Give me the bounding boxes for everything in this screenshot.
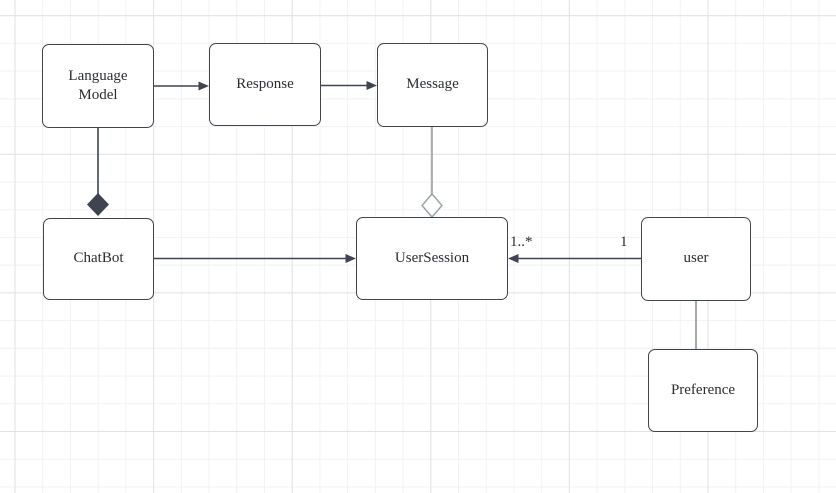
node-user-label: user [683,250,709,267]
node-preference[interactable]: Preference [648,349,758,432]
arrowhead [508,254,519,263]
edge-chatbot-to-usersession[interactable] [154,254,356,263]
node-response-label: Response [236,75,294,92]
edge-response-to-message[interactable] [321,81,377,90]
node-language-model-label: Language Model [68,67,128,104]
hollow-diamond [421,192,443,219]
node-usersession[interactable]: UserSession [356,217,508,300]
edge-message-to-usersession[interactable] [421,127,443,219]
node-response[interactable]: Response [209,43,321,126]
edge-languagemodel-to-chatbot[interactable] [87,128,109,216]
node-usersession-label: UserSession [394,249,470,266]
arrowhead [345,254,356,263]
node-message[interactable]: Message [377,43,488,127]
arrowhead [198,81,209,91]
filled-diamond [87,193,109,216]
node-preference-label: Preference [670,381,736,398]
edge-user-to-usersession[interactable] [508,254,641,263]
node-chatbot-label: ChatBot [73,250,124,267]
edge-languagemodel-to-response[interactable] [154,81,209,91]
node-chatbot[interactable]: ChatBot [43,218,154,300]
node-message-label: Message [406,76,459,93]
arrowhead [366,81,377,90]
multiplicity-label-source[interactable]: 1 [620,234,628,250]
node-language-model[interactable]: Language Model [42,44,154,128]
multiplicity-label-target[interactable]: 1..* [510,234,533,250]
node-user[interactable]: user [641,217,751,301]
